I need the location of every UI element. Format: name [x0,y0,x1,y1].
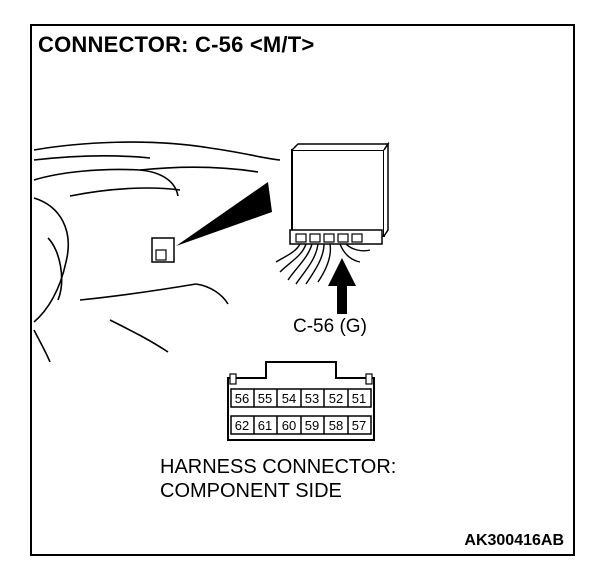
harness-connector-face: 56 55 54 53 52 51 62 61 60 59 58 57 [227,361,375,441]
pin-label: 62 [235,418,249,433]
location-marker [151,182,272,263]
pin-label: 52 [329,391,343,406]
pointer-arrow [328,258,356,314]
connector-callout-label: C-56 (G) [293,316,367,337]
pin-label: 61 [258,418,272,433]
diagram-title: CONNECTOR: C-56 <M/T> [38,32,315,57]
pin-label: 56 [235,391,249,406]
pin-labels-top-row: 56 55 54 53 52 51 [235,391,366,406]
pin-label: 54 [282,391,296,406]
dashboard-drawing [33,141,281,363]
caption-line-1: HARNESS CONNECTOR: [160,456,397,478]
pin-label: 59 [305,418,319,433]
control-unit-drawing [275,141,390,285]
pin-label: 58 [329,418,343,433]
pin-label: 55 [258,391,272,406]
pin-labels-bottom-row: 62 61 60 59 58 57 [235,418,366,433]
pin-label: 60 [282,418,296,433]
connector-caption: HARNESS CONNECTOR: COMPONENT SIDE [160,455,396,503]
pin-label: 51 [352,391,366,406]
caption-line-2: COMPONENT SIDE [160,480,342,502]
diagram-frame [30,24,575,556]
pin-label: 53 [305,391,319,406]
drawing-code: AK300416AB [464,532,564,549]
pin-label: 57 [352,418,366,433]
